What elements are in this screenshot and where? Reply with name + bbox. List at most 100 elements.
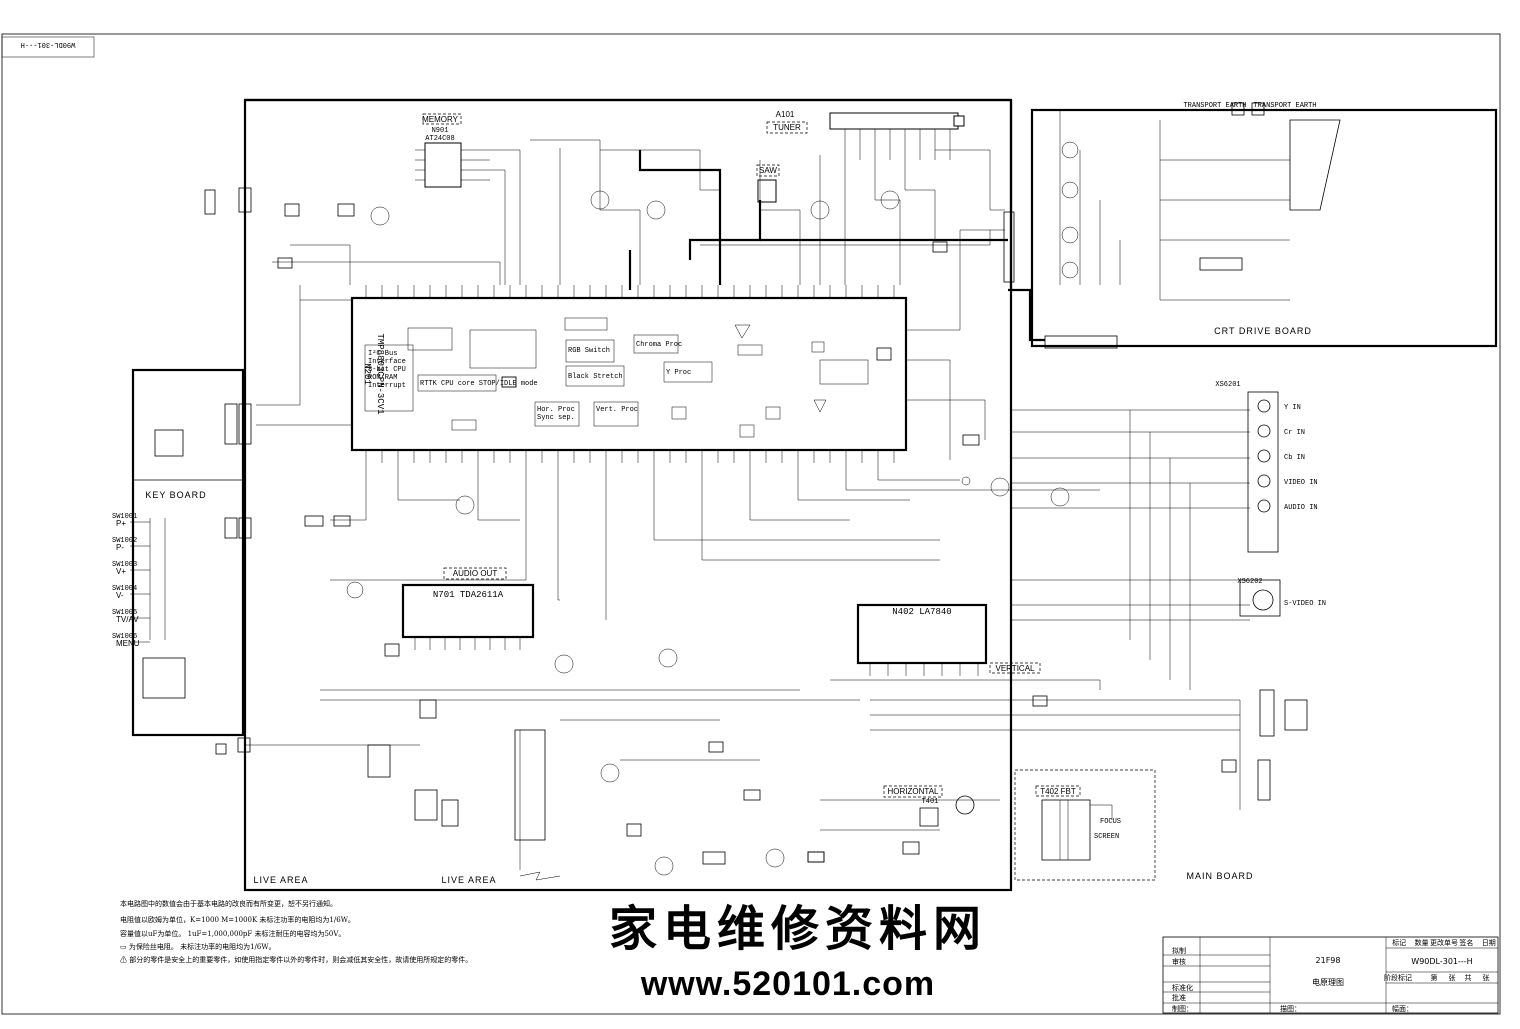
memory-ic-ref: N901: [432, 127, 449, 135]
tuner-title: TUNER: [773, 123, 801, 132]
crt-drive-board-title: CRT DRIVE BOARD: [1214, 326, 1312, 336]
saw-label: SAW: [759, 166, 777, 175]
ic-fn-video-3: Black Stretch: [568, 373, 623, 381]
tb-header-col: 签名: [1459, 938, 1473, 947]
transport-earth-1: TRANSPORT EARTH: [1183, 102, 1246, 110]
av-jack-label: Cr IN: [1284, 429, 1305, 437]
tb-stage-cell: 共: [1465, 973, 1472, 982]
tb-model: 21F98: [1316, 956, 1341, 965]
key-label: MENU: [116, 639, 140, 648]
main-ic-part: TMP8803CPN-3CV1: [375, 333, 385, 414]
tuner-ref: A101: [776, 110, 795, 119]
av-jack: [1257, 499, 1271, 513]
ic-fn-cpu-0: I²C Bus: [368, 350, 397, 358]
vertical-title: VERTICAL: [996, 664, 1036, 673]
transport-earth-2: TRANSPORT EARTH: [1253, 102, 1316, 110]
vertical-ic: N402 LA7840: [892, 607, 951, 617]
av-jack: [1257, 474, 1271, 488]
watermark-cn: 家电维修资料网: [609, 901, 987, 957]
key-ref: SW1003: [112, 561, 137, 569]
power-supply-area: [277, 190, 1070, 876]
tb-footer-1: 描图：: [1280, 1004, 1301, 1013]
horizontal-title: HORIZONTAL: [888, 787, 940, 796]
av-block-ref: XS6201: [1215, 381, 1240, 389]
deflection-connectors: [1221, 689, 1308, 801]
ic-fn-osd: RTTK CPU core STOP/IDLE mode: [420, 380, 538, 388]
memory-title: MEMORY: [422, 115, 459, 124]
wiring-network: [245, 110, 1290, 870]
vertical-block: N402 LA7840 VERTICAL: [856, 603, 1041, 676]
audio-out-title: AUDIO OUT: [453, 569, 498, 578]
live-area-1: LIVE AREA: [253, 875, 308, 885]
key-ref: SW1004: [112, 585, 137, 593]
notes-block: 本电路图中的数值会由于基本电路的改良而有所变更，恕不另行通知。 电阻值以欧姆为单…: [120, 899, 472, 964]
corner-tag-text: W90DL-301---H: [21, 40, 76, 48]
ic-fn-cpu-3: ROM/RAM: [368, 374, 397, 382]
ic-fn-cpu-2: 8-bit CPU: [368, 366, 406, 374]
tb-stage-cell: 阶段标记: [1384, 973, 1412, 982]
av-jack-label: AUDIO IN: [1284, 504, 1318, 512]
av-jack-label: VIDEO IN: [1284, 479, 1318, 487]
note-4: ⚠ 部分的零件是安全上的重要零件，如使用指定零件以外的零件时，则会减低其安全性，…: [120, 955, 472, 964]
tb-header-col: 更改单号: [1430, 938, 1458, 947]
ic-fn-sync-2: Vert. Proc: [596, 406, 638, 414]
tb-title: 电原理图: [1312, 977, 1344, 987]
left-connectors: [204, 187, 252, 755]
ic-fn-video-2: RGB Switch: [568, 347, 610, 355]
main-ic-top-pins: [365, 285, 895, 298]
memory-ic-part: AT24C08: [425, 135, 454, 143]
tb-drawing-no: W90DL-301---H: [1411, 957, 1472, 966]
key-ref: SW1006: [112, 633, 137, 641]
main-board-outline: [243, 98, 1013, 892]
key-label: V-: [116, 591, 124, 600]
key-ref: SW1001: [112, 513, 137, 521]
main-board-label: MAIN BOARD: [1186, 871, 1253, 881]
key-ref: SW1005: [112, 609, 137, 617]
watermark-url: www.520101.com: [640, 965, 935, 1003]
tb-stage-cell: 张: [1449, 973, 1456, 982]
fbt-block: T402 FBT FOCUS SCREEN: [1014, 769, 1156, 881]
fbt-title: T402 FBT: [1040, 787, 1076, 796]
tb-header-col: 数量: [1415, 938, 1429, 947]
av-jack: [1257, 449, 1271, 463]
main-ic-block: N201 TMP8803CPN-3CV1 I²C Bus Interface 8…: [350, 296, 908, 452]
audio-out-ic: N701 TDA2611A: [433, 590, 504, 600]
key-board-title: KEY BOARD: [145, 490, 206, 500]
note-0: 本电路图中的数值会由于基本电路的改良而有所变更，恕不另行通知。: [120, 899, 337, 908]
main-traces: [245, 98, 1045, 342]
fbt-screen: SCREEN: [1094, 833, 1119, 841]
tb-footer-2: 幅面：: [1392, 1004, 1413, 1013]
av-jack-label: Y IN: [1284, 404, 1301, 412]
main-ic-bottom-pins: [365, 450, 895, 463]
key-label: P-: [116, 543, 124, 552]
tuner-block: A101 TUNER: [766, 110, 965, 160]
key-label: P+: [116, 519, 126, 528]
ic-fn-video-1: Y Proc: [666, 369, 691, 377]
memory-block: MEMORY N901 AT24C08: [415, 113, 490, 188]
tb-row-approve: 批准: [1172, 993, 1186, 1002]
saw-filter-block: SAW: [756, 164, 780, 203]
live-area-2: LIVE AREA: [441, 875, 496, 885]
main-ic-ref: N201: [362, 363, 372, 385]
note-1: 电阻值以欧姆为单位，K=1000 M=1000K 未标注功率的电阻均为1/6W。: [120, 915, 355, 924]
tb-header-col: 标记: [1392, 938, 1406, 947]
key-ref: SW1002: [112, 537, 137, 545]
av-jack: [1257, 424, 1271, 438]
horizontal-ref: T401: [922, 798, 939, 806]
ic-fn-cpu-4: Interrupt: [368, 382, 406, 390]
ic-fn-cpu-1: Interface: [368, 358, 406, 366]
tb-stage-cell: 张: [1483, 973, 1490, 982]
corner-tag: W90DL-301---H: [1, 36, 95, 58]
fbt-focus: FOCUS: [1100, 818, 1121, 826]
audio-out-block: AUDIO OUT N701 TDA2611A: [401, 567, 535, 650]
tb-row-review: 审核: [1172, 957, 1186, 966]
key-label: V+: [116, 567, 126, 576]
crt-drive-board-outline: [1030, 108, 1498, 348]
tb-footer-0: 制图：: [1172, 1004, 1193, 1013]
title-block: 标记数量更改单号签名日期 拟制 审核 标准化 批准 21F98 电原理图 W90…: [1162, 936, 1499, 1014]
tb-header-col: 日期: [1482, 939, 1496, 947]
note-3: ▭ 为保险丝电阻。 未标注功率的电阻均为1/6W。: [120, 942, 276, 951]
